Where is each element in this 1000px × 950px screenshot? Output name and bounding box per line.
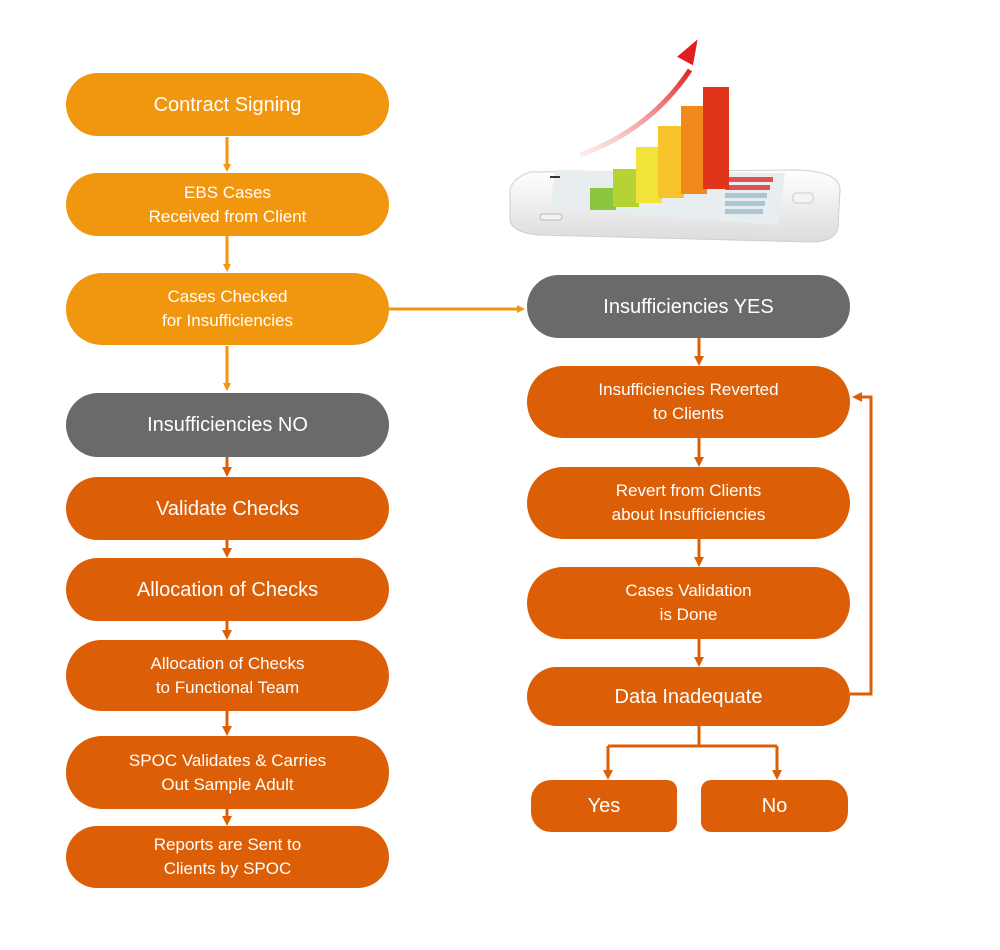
growth-bars [590,87,729,210]
outcome-no: No [701,780,848,832]
outcome-yes: Yes [531,780,677,832]
phone-side-button [539,213,563,221]
step-ebs-cases-received: EBS Cases Received from Client [66,173,389,236]
step-insufficiencies-reverted: Insufficiencies Reverted to Clients [527,366,850,438]
step-spoc-validates: SPOC Validates & Carries Out Sample Adul… [66,736,389,809]
step-label: Cases Checked for Insufficiencies [161,287,294,330]
outcome-label: No [761,795,788,817]
step-insufficiencies-no: Insufficiencies NO [66,393,389,457]
step-label: Cases Validation is Done [625,581,752,624]
step-validate-checks: Validate Checks [66,477,389,540]
screen-bars [725,177,773,214]
step-data-inadequate: Data Inadequate [527,667,850,726]
smartphone-growth-chart-icon [509,39,841,243]
step-label: Insufficiencies YES [603,295,774,318]
step-label: Allocation of Checks [136,578,319,601]
phone-button [792,192,814,204]
growth-arrow [579,68,693,158]
step-insufficiencies-yes: Insufficiencies YES [527,275,850,338]
step-cases-validation-done: Cases Validation is Done [527,567,850,639]
phone-speaker [550,176,560,178]
step-label: Data Inadequate [614,685,763,708]
step-label: Insufficiencies Reverted to Clients [598,380,779,423]
step-cases-checked: Cases Checked for Insufficiencies [66,273,389,345]
loop-back-arrow [850,392,873,696]
step-allocation-functional-team: Allocation of Checks to Functional Team [66,640,389,711]
step-contract-signing: Contract Signing [66,73,389,136]
step-label: Validate Checks [155,497,300,520]
step-label: SPOC Validates & Carries Out Sample Adul… [128,750,327,794]
step-label: Revert from Clients about Insufficiencie… [611,481,766,524]
step-revert-from-clients: Revert from Clients about Insufficiencie… [527,467,850,539]
step-allocation-of-checks: Allocation of Checks [66,558,389,621]
step-label: EBS Cases Received from Client [148,182,307,226]
step-label: Insufficiencies NO [147,414,308,436]
step-label: Contract Signing [153,93,302,116]
step-reports-sent: Reports are Sent to Clients by SPOC [66,826,389,888]
step-label: Allocation of Checks to Functional Team [150,653,305,697]
step-label: Reports are Sent to Clients by SPOC [153,835,302,878]
outcome-label: Yes [587,795,621,817]
